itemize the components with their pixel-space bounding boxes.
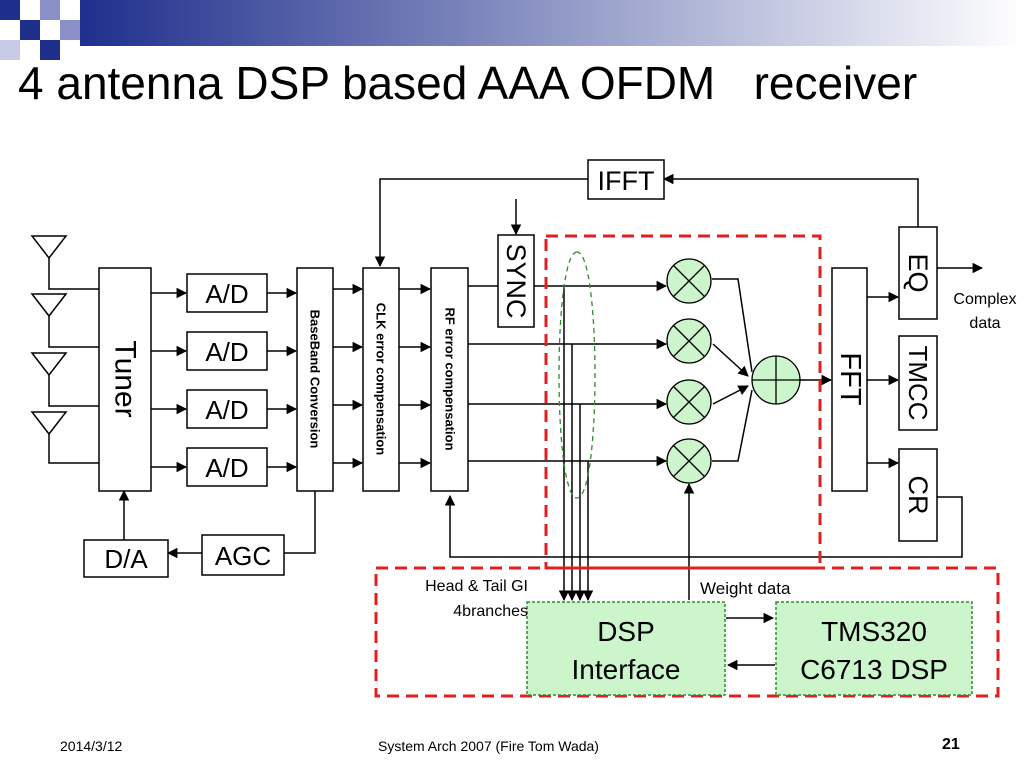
ad-block-2 — [186, 331, 268, 371]
page-number: 21 — [942, 736, 960, 753]
ifft-block — [587, 159, 665, 200]
multiplier-icon — [666, 438, 712, 484]
complex-data-label-line1: Complex — [953, 291, 1016, 308]
tmcc-label: TMCC — [903, 345, 933, 420]
ad-label-4: A/D — [205, 453, 248, 483]
multiplier-icon — [666, 379, 712, 425]
dsp-region-lower — [374, 566, 1000, 698]
agc-block — [201, 534, 285, 576]
baseband-label: BaseBand Conversion — [308, 310, 323, 449]
footer-center-text: System Arch 2007 (Fire Tom Wada) — [378, 738, 599, 754]
tms320-line1: TMS320 — [821, 616, 927, 647]
tuner-label: Tuner — [109, 340, 142, 417]
baseband-block — [296, 267, 334, 492]
eq-label: EQ — [903, 253, 933, 292]
ad-label-2: A/D — [205, 337, 248, 367]
clk-block — [362, 267, 400, 492]
antenna-group — [30, 235, 99, 464]
ad-label-1: A/D — [205, 279, 248, 309]
complex-data-label-line2: data — [969, 315, 1000, 332]
cr-block — [898, 448, 938, 542]
tms320-line2: C6713 DSP — [800, 654, 948, 685]
connection-lines — [118, 173, 984, 671]
fft-block — [831, 267, 868, 492]
slide-title: 4 antenna DSP based AAA OFDM receiver — [18, 57, 918, 109]
gi-selection-ellipse — [558, 251, 596, 499]
antenna-icon — [30, 293, 99, 348]
footer-date: 2014/3/12 — [60, 738, 123, 754]
adder-icon — [751, 355, 801, 405]
da-block — [83, 539, 169, 578]
tmcc-block — [898, 335, 938, 431]
sync-block — [497, 234, 535, 328]
antenna-icon — [30, 352, 99, 407]
ad-block-3 — [186, 389, 268, 429]
rf-block — [430, 267, 469, 492]
tms320-box — [775, 601, 973, 696]
fft-label: FFT — [834, 352, 866, 405]
ifft-label: IFFT — [598, 166, 655, 196]
ad-label-3: A/D — [205, 395, 248, 425]
multiplier-icon — [666, 318, 712, 364]
dsp-interface-line1: DSP — [597, 616, 655, 647]
corner-decoration — [0, 0, 80, 60]
cr-label: CR — [903, 476, 933, 515]
da-label: D/A — [104, 544, 148, 574]
weight-data-label: Weight data — [700, 579, 791, 598]
dsp-interface-box — [526, 601, 726, 696]
sync-label: SYNC — [501, 243, 531, 318]
head-tail-label-line2: 4branches — [453, 603, 528, 620]
head-tail-label-line1: Head & Tail GI — [425, 578, 528, 595]
antenna-icon — [30, 411, 99, 464]
rf-label: RF error compensation — [443, 307, 458, 450]
tuner-block — [98, 267, 152, 492]
clk-label: CLK error compensation — [374, 303, 389, 455]
multiplier-icon — [666, 258, 712, 304]
ad-block-4 — [186, 447, 268, 487]
antenna-icon — [30, 235, 99, 290]
agc-label: AGC — [215, 541, 271, 571]
title-gradient-bar — [80, 0, 1024, 46]
ad-block-1 — [186, 273, 268, 313]
eq-block — [898, 226, 938, 320]
dsp-interface-line2: Interface — [572, 654, 681, 685]
